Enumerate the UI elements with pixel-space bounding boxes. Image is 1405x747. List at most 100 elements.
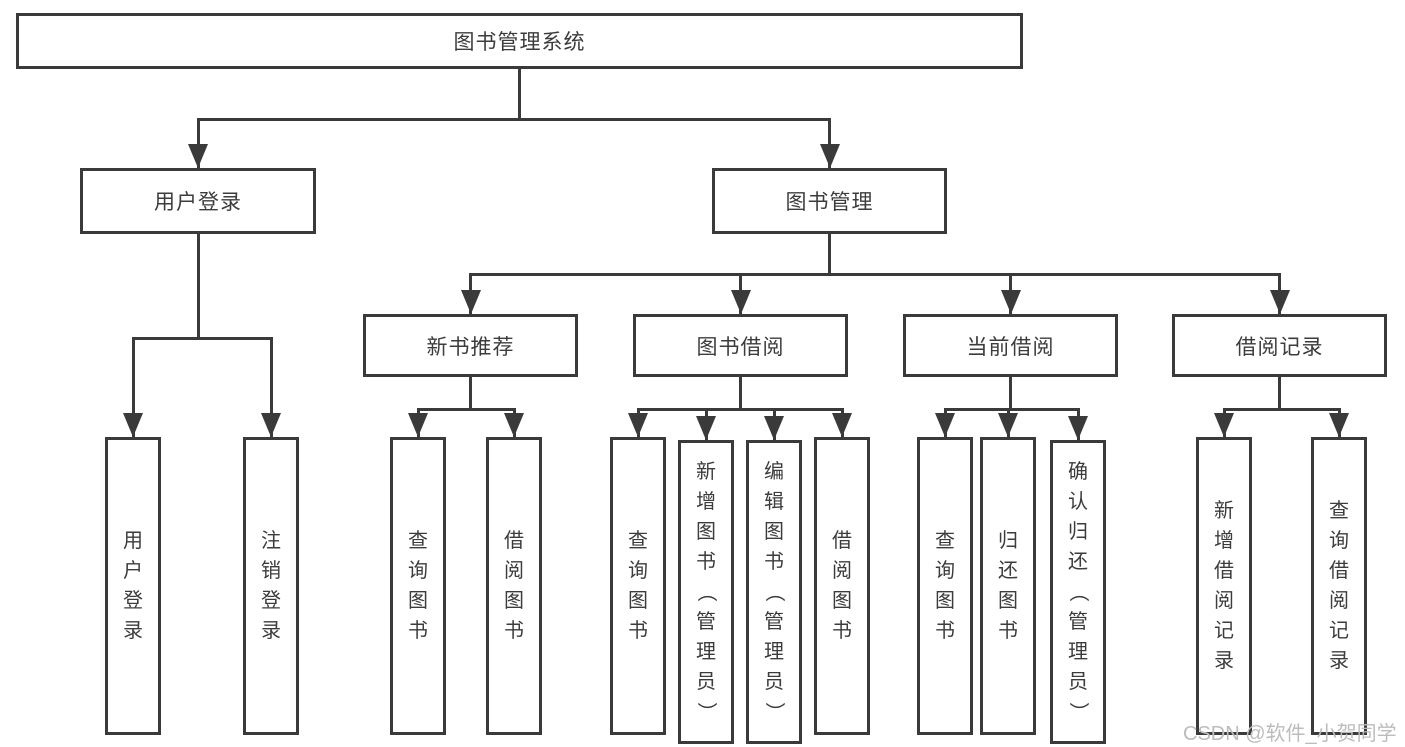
node-label: 归还图书 (983, 440, 1033, 732)
node-leaf-add-book-admin: 新增图书（管理员） (678, 440, 734, 744)
vertical-glyph: 图 (764, 521, 784, 543)
vertical-glyph: 登 (261, 590, 281, 612)
vertical-glyph: （ (695, 582, 717, 602)
vertical-glyph: 书 (832, 620, 852, 642)
arrow-root-1-icon (819, 144, 840, 168)
node-book-management: 图书管理 (712, 168, 947, 234)
node-borrow-records: 借阅记录 (1172, 314, 1387, 377)
edge-new-book-rec-stem (469, 377, 472, 409)
arrow-book-mgmt-1-icon (730, 290, 751, 314)
vertical-glyph: 图 (696, 521, 716, 543)
node-leaf-query-book-2: 查询图书 (610, 437, 666, 735)
vertical-glyph: 借 (1214, 560, 1234, 582)
vertical-glyph: （ (763, 582, 785, 602)
edge-borrow-records-stem (1278, 377, 1281, 409)
edge-current-borrow-stem (1009, 377, 1012, 409)
node-label: 查询借阅记录 (1314, 440, 1364, 732)
arrow-user-login-1-icon (261, 413, 281, 437)
node-leaf-logout: 注销登录 (243, 437, 299, 735)
node-leaf-borrow-book-2: 借阅图书 (814, 437, 870, 735)
vertical-glyph: 管 (696, 611, 716, 633)
vertical-glyph: 阅 (832, 560, 852, 582)
vertical-glyph: 询 (408, 560, 428, 582)
node-leaf-edit-book-admin: 编辑图书（管理员） (746, 440, 802, 744)
vertical-glyph: 登 (123, 590, 143, 612)
arrow-user-login-0-icon (123, 413, 143, 437)
node-label: 新增借阅记录 (1199, 440, 1249, 732)
node-label: 借阅图书 (817, 440, 867, 732)
arrow-book-borrow-3-icon (832, 413, 852, 437)
node-new-book-recommend: 新书推荐 (363, 314, 578, 377)
vertical-glyph: 理 (1068, 641, 1088, 663)
arrow-book-borrow-1-icon (696, 416, 716, 440)
vertical-glyph: 借 (832, 530, 852, 552)
vertical-glyph: 阅 (1214, 590, 1234, 612)
vertical-glyph: ） (763, 702, 785, 722)
edge-new-book-rec-bar (416, 407, 516, 411)
vertical-glyph: 理 (764, 641, 784, 663)
vertical-glyph: 新 (696, 461, 716, 483)
vertical-glyph: 查 (935, 530, 955, 552)
arrow-current-borrow-1-icon (998, 413, 1018, 437)
node-label: 查询图书 (613, 440, 663, 732)
vertical-glyph: 阅 (1329, 590, 1349, 612)
node-leaf-confirm-return-admin: 确认归还（管理员） (1050, 440, 1106, 744)
vertical-glyph: 查 (628, 530, 648, 552)
node-leaf-add-borrow-record: 新增借阅记录 (1196, 437, 1252, 735)
vertical-glyph: 询 (935, 560, 955, 582)
vertical-glyph: 书 (408, 620, 428, 642)
vertical-glyph: 借 (1329, 560, 1349, 582)
vertical-glyph: 图 (504, 590, 524, 612)
arrow-book-mgmt-2-icon (1000, 290, 1021, 314)
vertical-glyph: 借 (504, 530, 524, 552)
vertical-glyph: 录 (1214, 650, 1234, 672)
vertical-glyph: 编 (764, 461, 784, 483)
vertical-glyph: 还 (1068, 551, 1088, 573)
node-label: 图书管理 (785, 191, 874, 214)
vertical-glyph: 辑 (764, 491, 784, 513)
vertical-glyph: 确 (1068, 461, 1088, 483)
vertical-glyph: 管 (764, 611, 784, 633)
arrow-borrow-records-1-icon (1329, 413, 1349, 437)
edge-current-borrow-bar (943, 407, 1080, 411)
node-label: 借阅记录 (1235, 335, 1324, 359)
vertical-glyph: 归 (1068, 521, 1088, 543)
node-label: 查询图书 (393, 440, 443, 732)
node-current-borrow: 当前借阅 (903, 314, 1118, 377)
vertical-glyph: （ (1067, 582, 1089, 602)
watermark-text: CSDN @软件_小贺同学 (1183, 723, 1397, 745)
vertical-glyph: 增 (696, 491, 716, 513)
vertical-glyph: 书 (764, 551, 784, 573)
node-leaf-query-borrow-record: 查询借阅记录 (1311, 437, 1367, 735)
vertical-glyph: 书 (504, 620, 524, 642)
edge-user-login-drop-1 (269, 339, 273, 437)
vertical-glyph: ） (695, 702, 717, 722)
node-library-management-system: 图书管理系统 (16, 13, 1023, 69)
vertical-glyph: 查 (1329, 500, 1349, 522)
vertical-glyph: 增 (1214, 530, 1234, 552)
vertical-glyph: 新 (1214, 500, 1234, 522)
arrow-book-borrow-0-icon (628, 413, 648, 437)
node-label: 新增图书（管理员） (681, 443, 731, 741)
node-book-borrow: 图书借阅 (633, 314, 848, 377)
arrow-book-mgmt-3-icon (1269, 290, 1290, 314)
vertical-glyph: 图 (628, 590, 648, 612)
vertical-glyph: 记 (1214, 620, 1234, 642)
vertical-glyph: 销 (261, 560, 281, 582)
vertical-glyph: 询 (1329, 530, 1349, 552)
node-label: 当前借阅 (966, 335, 1055, 359)
vertical-glyph: 用 (123, 530, 143, 552)
node-label: 图书借阅 (696, 335, 785, 359)
vertical-glyph: 书 (628, 620, 648, 642)
arrow-borrow-records-0-icon (1214, 413, 1234, 437)
edge-user-login-drop-0 (131, 339, 135, 437)
node-label: 查询图书 (920, 440, 970, 732)
node-leaf-borrow-book-1: 借阅图书 (486, 437, 542, 735)
vertical-glyph: 图 (998, 590, 1018, 612)
edge-root-stem (518, 69, 521, 120)
vertical-glyph: 图 (408, 590, 428, 612)
vertical-glyph: 图 (935, 590, 955, 612)
vertical-glyph: 录 (1329, 650, 1349, 672)
vertical-glyph: 认 (1068, 491, 1088, 513)
